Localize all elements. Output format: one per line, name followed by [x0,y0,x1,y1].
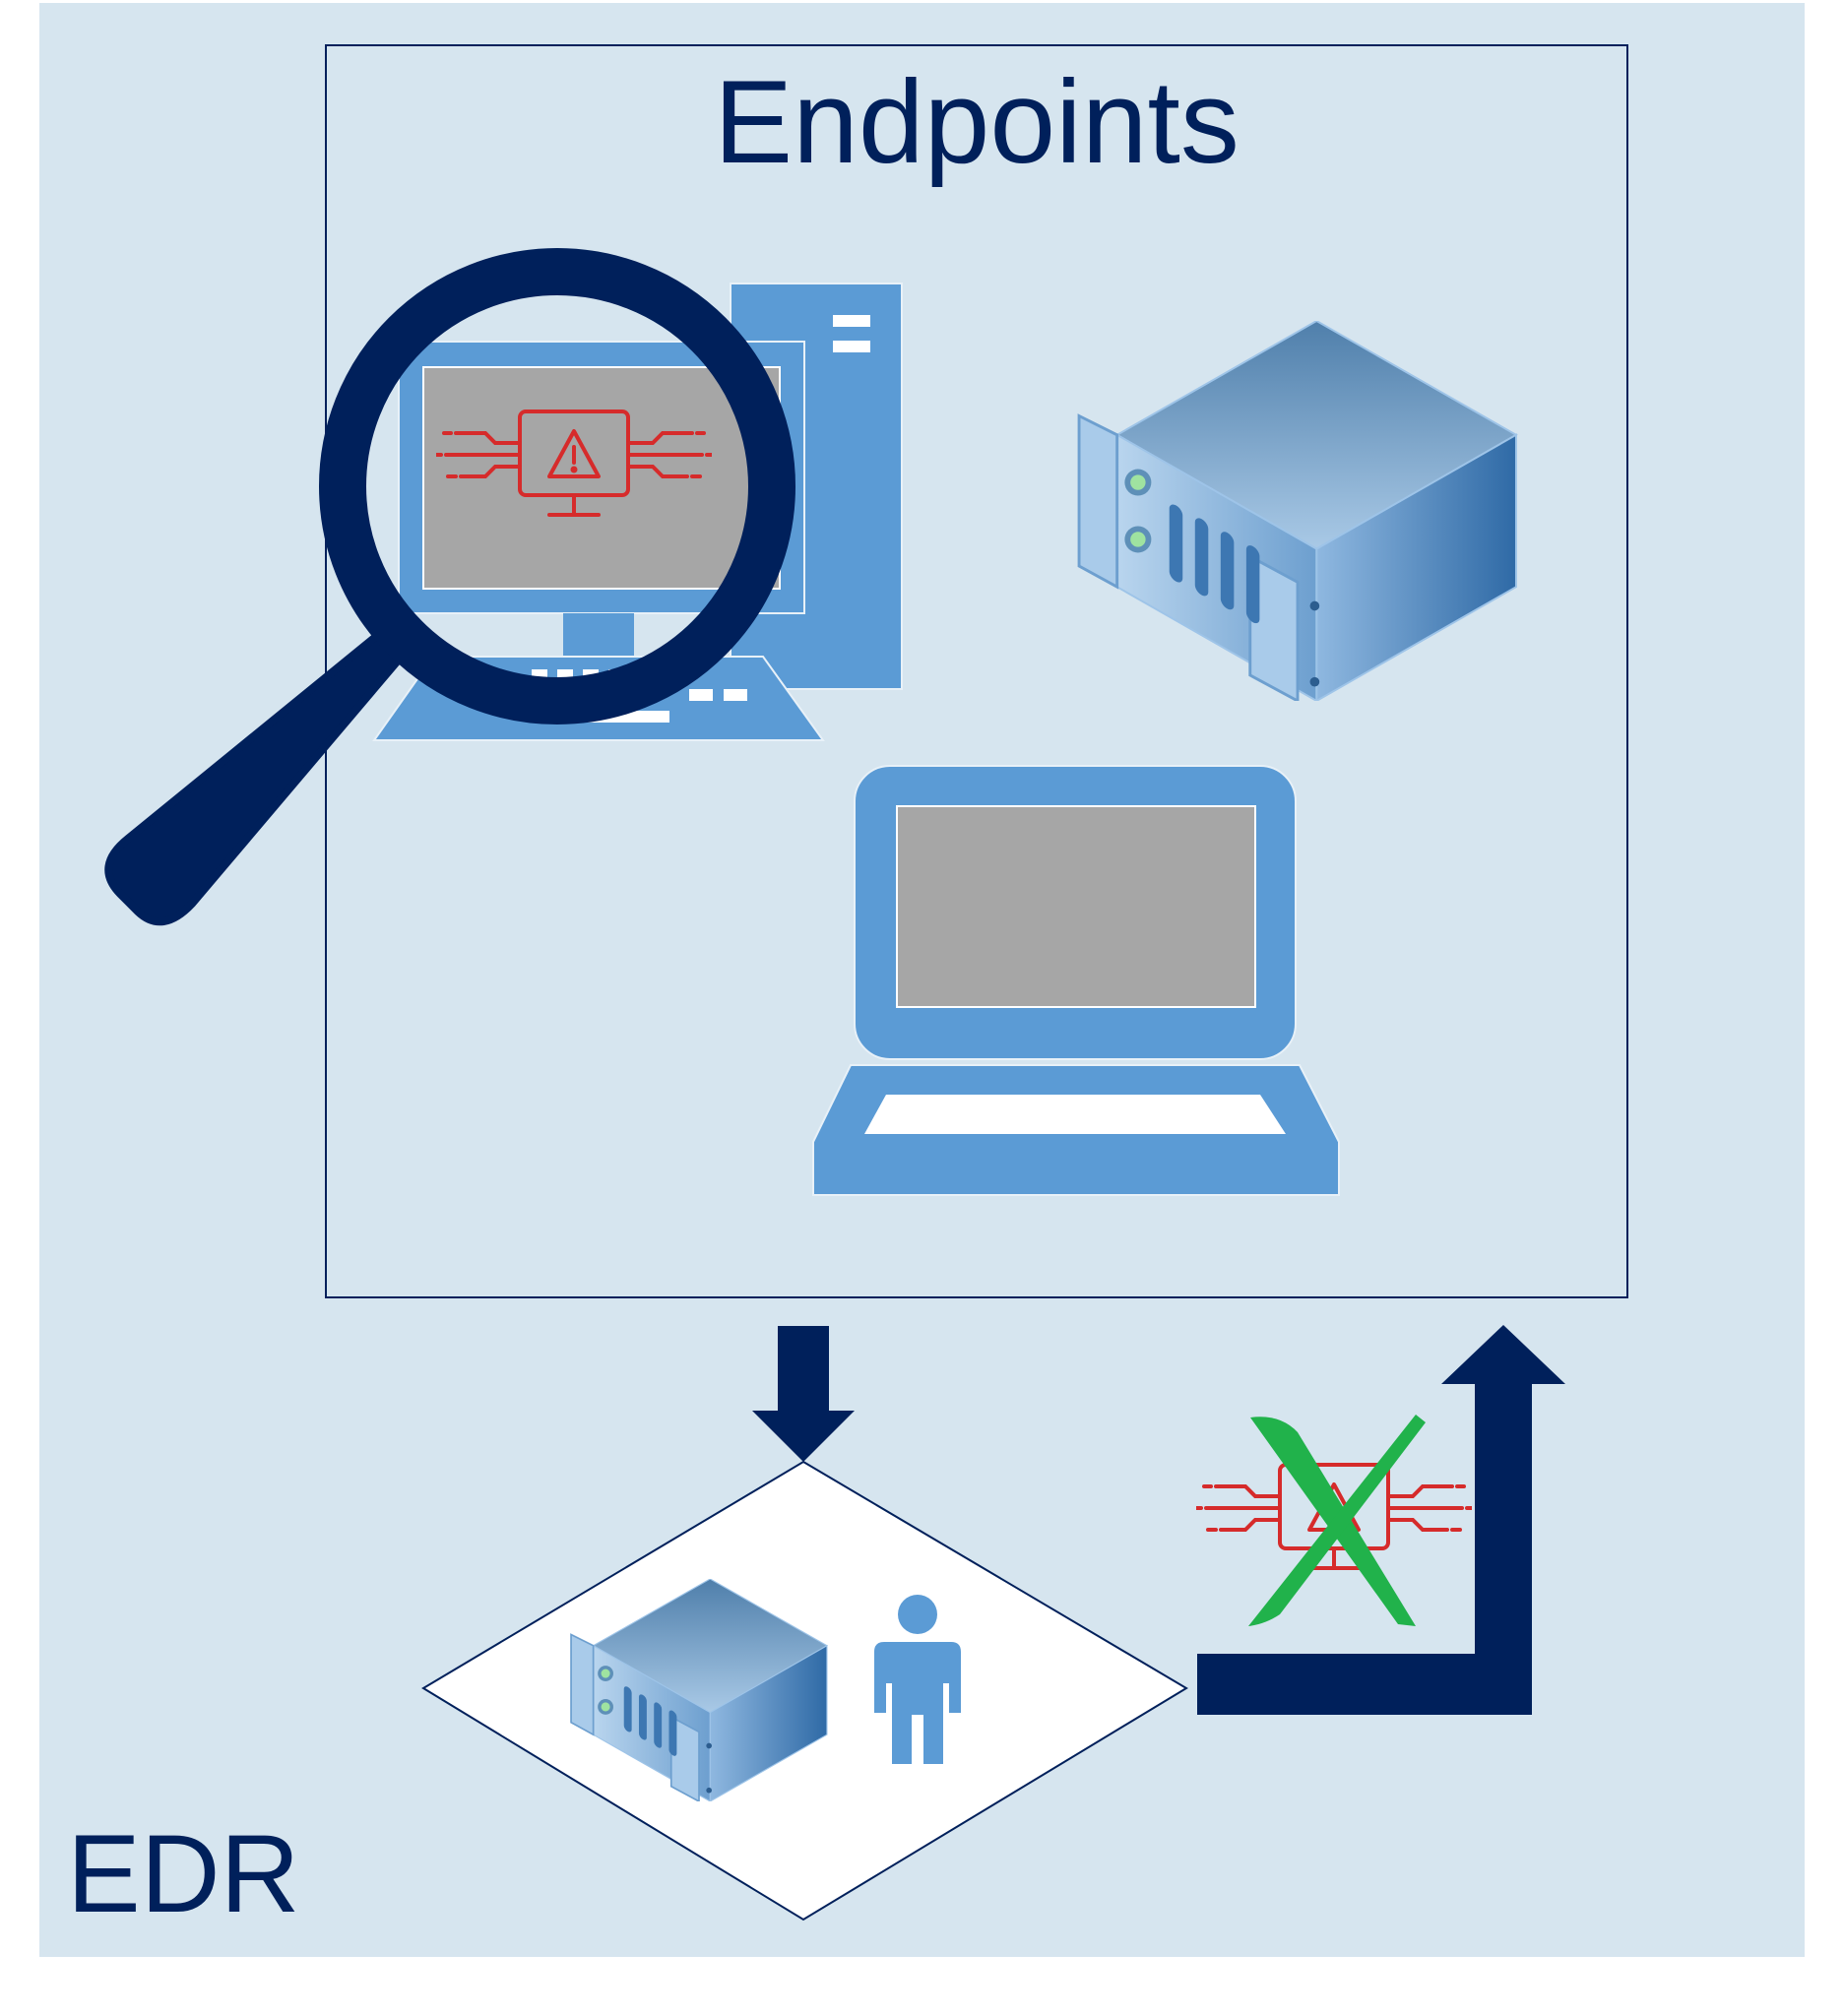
endpoints-title: Endpoints [714,56,1240,188]
magnifying-glass-icon [104,248,795,926]
green-x-cross-icon [1248,1415,1426,1626]
laptop-icon [812,765,1340,1196]
edr-label: EDR [67,1812,299,1935]
down-arrow [752,1326,855,1462]
return-arrow [1197,1325,1565,1715]
person-icon [874,1595,961,1764]
endpoints-box [325,44,1628,1298]
